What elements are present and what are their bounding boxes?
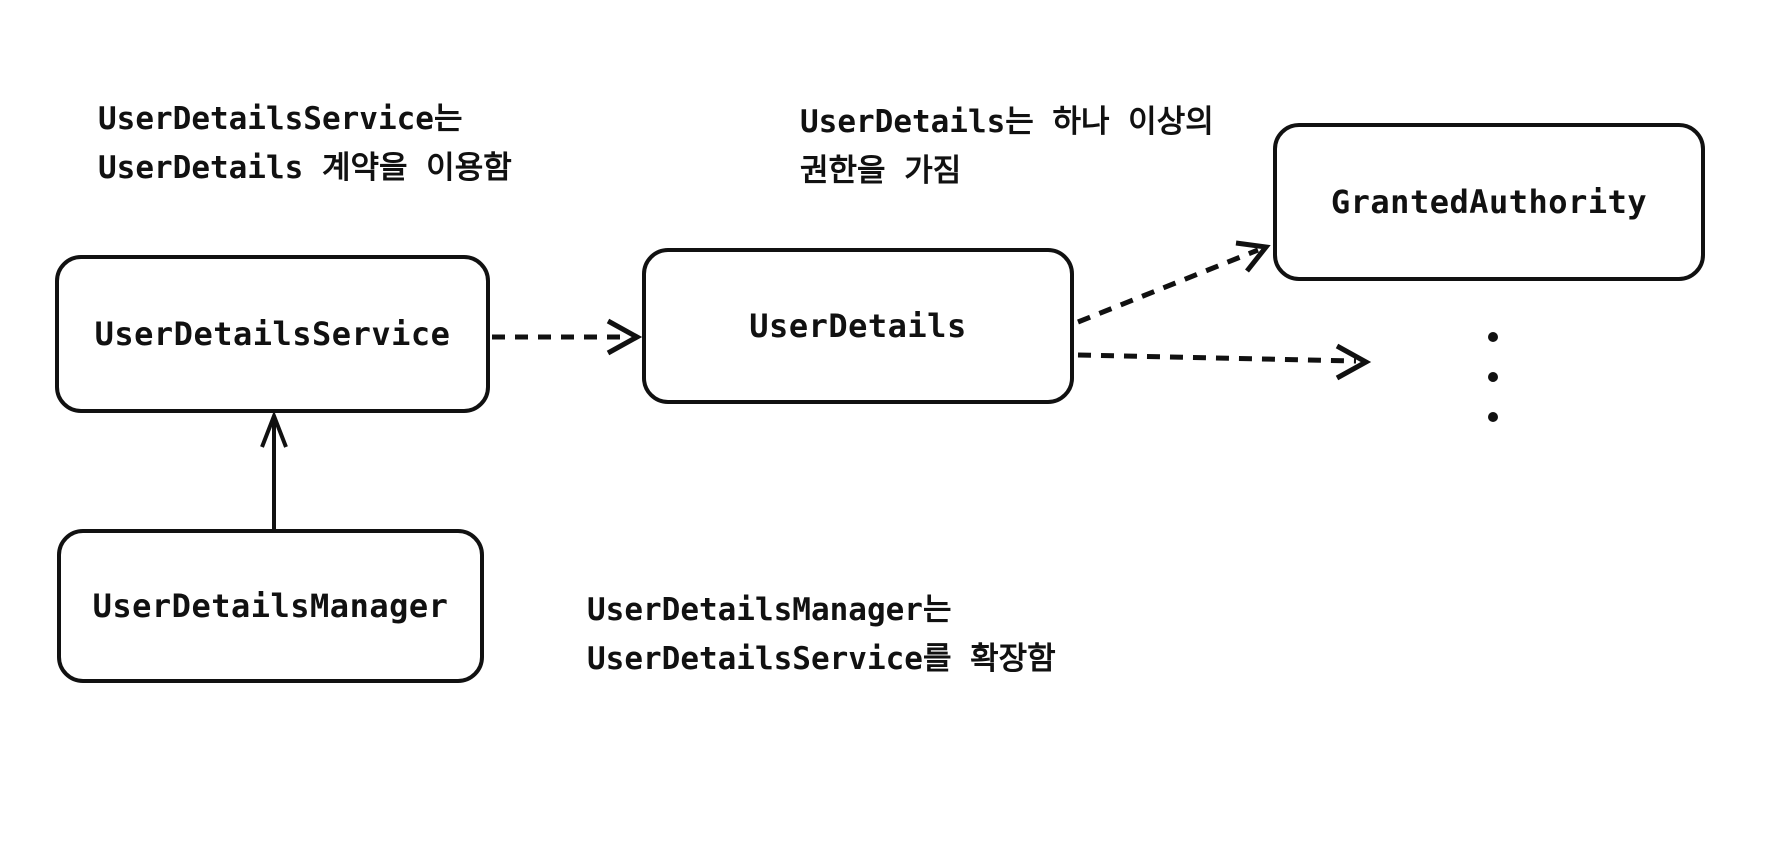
annotation-userdetails-authorities: UserDetails는 하나 이상의 권한을 가짐 xyxy=(800,98,1214,196)
node-granted-authority: GrantedAuthority xyxy=(1273,123,1705,281)
annotation-line: UserDetailsService를 확장함 xyxy=(587,641,1056,677)
annotation-manager-extends-service: UserDetailsManager는 UserDetailsService를 … xyxy=(587,586,1056,684)
ellipsis-dots xyxy=(1488,332,1498,422)
node-user-details: UserDetails xyxy=(642,248,1074,404)
annotation-line: 권한을 가짐 xyxy=(800,153,962,189)
edge-manager-extends-service-arrow xyxy=(260,410,288,529)
node-user-details-manager-label: UserDetailsManager xyxy=(92,587,449,625)
edge-userdetails-to-grantedauthority-arrow xyxy=(1077,240,1271,325)
node-user-details-service-label: UserDetailsService xyxy=(94,315,451,353)
edge-userdetails-to-ellipsis-arrow xyxy=(1077,343,1372,381)
annotation-line: UserDetails 계약을 이용함 xyxy=(98,150,512,186)
node-granted-authority-label: GrantedAuthority xyxy=(1330,183,1648,221)
edge-service-uses-userdetails-arrow xyxy=(492,318,643,356)
annotation-line: UserDetails는 하나 이상의 xyxy=(800,104,1214,140)
annotation-line: UserDetailsManager는 xyxy=(587,592,952,628)
node-user-details-service: UserDetailsService xyxy=(55,255,490,413)
annotation-line: UserDetailsService는 xyxy=(98,101,463,137)
node-user-details-label: UserDetails xyxy=(749,307,967,345)
annotation-service-uses-contract: UserDetailsService는 UserDetails 계약을 이용함 xyxy=(98,95,512,193)
node-user-details-manager: UserDetailsManager xyxy=(57,529,484,683)
